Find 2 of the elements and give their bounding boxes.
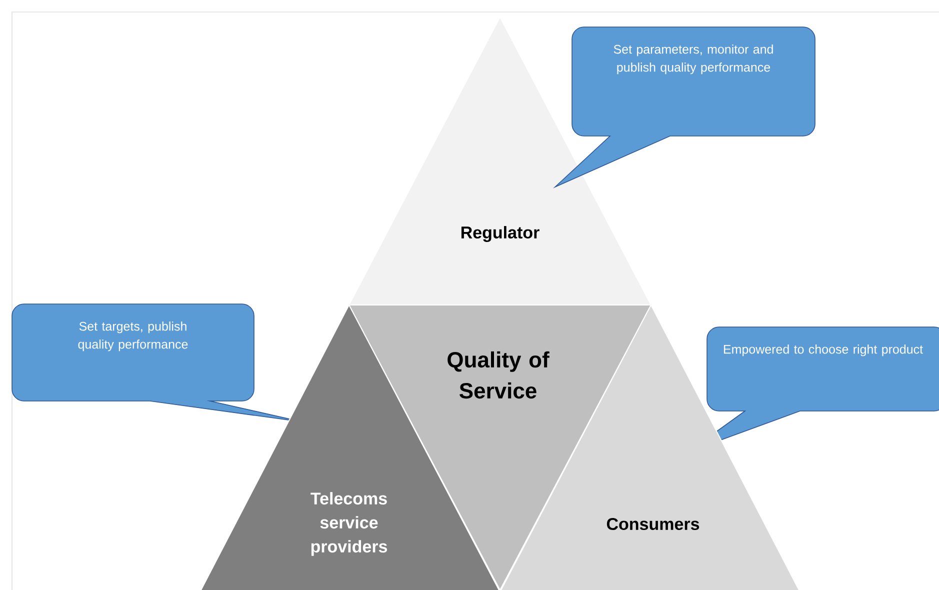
speech-callout: Set targets, publish quality performance [12, 304, 304, 422]
speech-callout: Set parameters, monitor and publish quality performance [554, 26, 816, 188]
